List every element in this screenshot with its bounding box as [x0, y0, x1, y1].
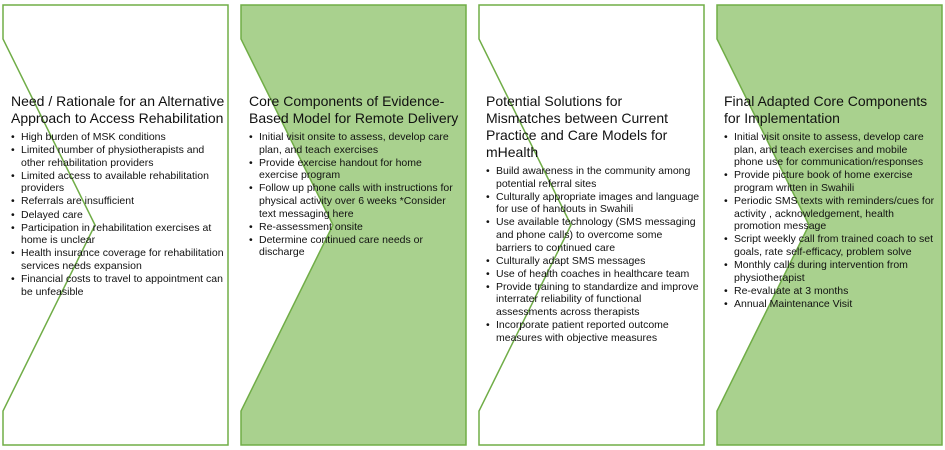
panel-core-components: Core Components of Evidence-Based Model …: [249, 93, 461, 259]
bullet-list: Build awareness in the community among p…: [486, 165, 700, 344]
list-item: Re-assessment onsite: [249, 221, 461, 234]
list-item: Initial visit onsite to assess, develop …: [724, 131, 938, 169]
panel-title: Core Components of Evidence-Based Model …: [249, 93, 459, 126]
list-item: Script weekly call from trained coach to…: [724, 233, 938, 258]
list-item: Culturally appropriate images and langua…: [486, 191, 700, 216]
list-item: Incorporate patient reported outcome mea…: [486, 319, 700, 344]
bullet-list: High burden of MSK conditions Limited nu…: [11, 131, 225, 298]
list-item: Follow up phone calls with instructions …: [249, 182, 461, 220]
panel-title: Final Adapted Core Components for Implem…: [724, 93, 928, 126]
list-item: Periodic SMS texts with reminders/cues f…: [724, 195, 938, 233]
list-item: Determine continued care needs or discha…: [249, 234, 461, 259]
list-item: Use of health coaches in healthcare team: [486, 268, 700, 281]
panel-title: Need / Rationale for an Alternative Appr…: [11, 93, 225, 126]
panel-title: Potential Solutions for Mismatches betwe…: [486, 93, 669, 160]
list-item: Provide picture book of home exercise pr…: [724, 169, 938, 194]
panel-need-rationale: Need / Rationale for an Alternative Appr…: [11, 93, 225, 299]
list-item: Limited access to available rehabilitati…: [11, 170, 225, 195]
list-item: Monthly calls during intervention from p…: [724, 259, 938, 284]
list-item: Build awareness in the community among p…: [486, 165, 700, 190]
list-item: Annual Maintenance Visit: [724, 298, 938, 311]
list-item: Limited number of physiotherapists and o…: [11, 144, 225, 169]
list-item: Participation in rehabilitation exercise…: [11, 222, 225, 247]
list-item: Provide exercise handout for home exerci…: [249, 157, 461, 182]
list-item: Use available technology (SMS messaging …: [486, 216, 700, 254]
bullet-list: Initial visit onsite to assess, develop …: [249, 131, 461, 259]
list-item: Delayed care: [11, 209, 225, 222]
list-item: Health insurance coverage for rehabilita…: [11, 247, 225, 272]
list-item: Initial visit onsite to assess, develop …: [249, 131, 461, 156]
list-item: Culturally adapt SMS messages: [486, 255, 700, 268]
list-item: Financial costs to travel to appointment…: [11, 273, 225, 298]
list-item: Re-evaluate at 3 months: [724, 285, 938, 298]
panel-potential-solutions: Potential Solutions for Mismatches betwe…: [486, 93, 700, 345]
list-item: Referrals are insufficient: [11, 195, 225, 208]
bullet-list: Initial visit onsite to assess, develop …: [724, 131, 938, 310]
panel-final-components: Final Adapted Core Components for Implem…: [724, 93, 938, 311]
list-item: High burden of MSK conditions: [11, 131, 225, 144]
list-item: Provide training to standardize and impr…: [486, 281, 700, 319]
